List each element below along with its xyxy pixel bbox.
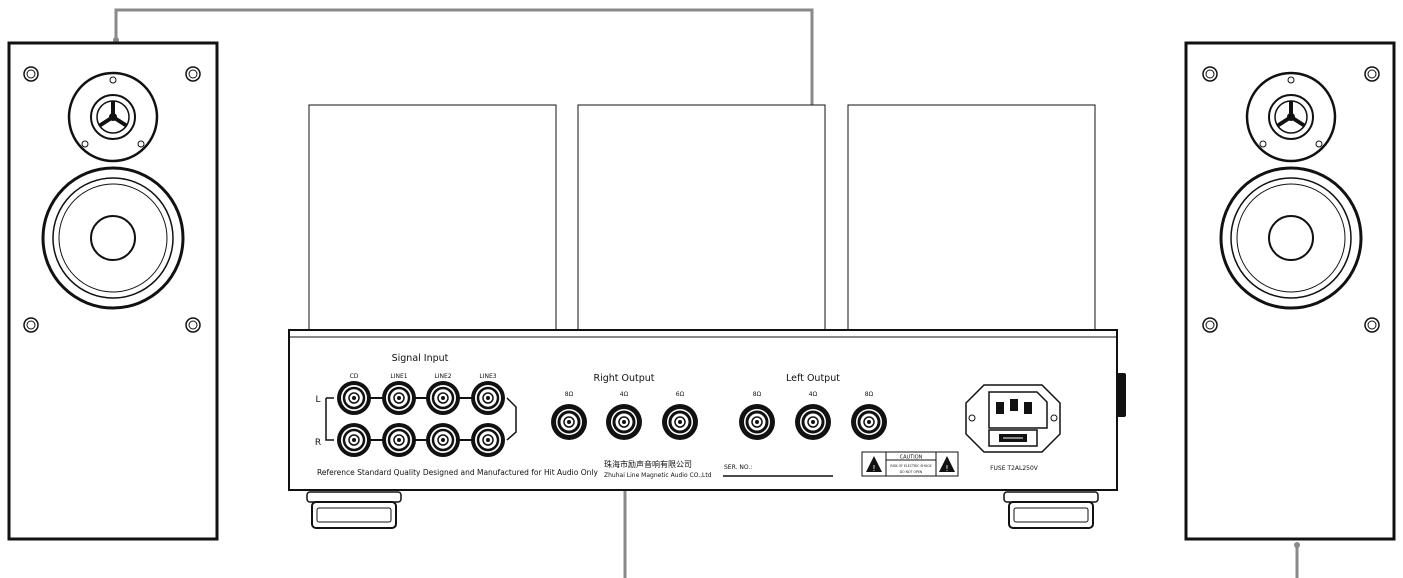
rca-jack-line3-right	[471, 423, 505, 457]
input-label-line3: LINE3	[479, 373, 496, 380]
transformer-cover-left	[308, 104, 557, 331]
rca-jack-line1-left	[382, 381, 416, 415]
caution-line-1: RISK OF ELECTRIC SHOCK	[890, 464, 932, 468]
channel-label-left: L	[315, 395, 320, 405]
screw-icon	[1364, 66, 1380, 82]
signal-input-title: Signal Input	[392, 353, 449, 364]
input-label-cd: CD	[350, 373, 359, 380]
right-speaker	[1184, 41, 1396, 541]
screw-icon	[23, 66, 39, 82]
right-output-tap-2: 4Ω	[620, 391, 629, 398]
right-output-post-1	[551, 404, 587, 440]
amplifier-foot-right	[1003, 491, 1099, 529]
warning-icon-mark: !	[872, 464, 875, 473]
left-output-tap-2: 4Ω	[809, 391, 818, 398]
left-output-section: Left Output 8Ω 4Ω 8Ω	[753, 373, 874, 398]
rca-jack-line2-left	[426, 381, 460, 415]
right-output-post-2	[606, 404, 642, 440]
screw-icon	[1202, 66, 1218, 82]
rca-jack-cd-right	[337, 423, 371, 457]
rca-jack-line1-right	[382, 423, 416, 457]
caution-label: ! ! CAUTION RISK OF ELECTRIC SHOCK DO NO…	[861, 451, 959, 477]
warning-icon	[939, 456, 955, 472]
rca-jack-line3-left	[471, 381, 505, 415]
screw-icon	[185, 317, 201, 333]
transformer-covers	[308, 104, 1096, 331]
rca-jack-cd-left	[337, 381, 371, 415]
footer-text: Reference Standard Quality Designed and …	[317, 468, 598, 477]
screw-icon	[1050, 414, 1058, 422]
woofer-icon	[41, 166, 185, 310]
screw-icon	[1202, 317, 1218, 333]
transformer-cover-center	[577, 104, 826, 331]
left-output-post-3	[851, 404, 887, 440]
tweeter-icon	[67, 71, 159, 163]
caution-line-2: DO NOT OPEN	[900, 470, 923, 474]
screw-icon	[968, 414, 976, 422]
right-output-post-3	[662, 404, 698, 440]
left-output-post-2	[795, 404, 831, 440]
screw-icon	[185, 66, 201, 82]
left-output-post-1	[739, 404, 775, 440]
input-label-line2: LINE2	[434, 373, 451, 380]
amplifier-foot-left	[306, 491, 402, 529]
caution-title: CAUTION	[900, 455, 923, 461]
woofer-icon	[1219, 166, 1363, 310]
signal-input-section: Signal Input CD LINE1 LINE2 LINE3 L R	[315, 353, 517, 457]
rca-jack-line2-right	[426, 423, 460, 457]
warning-icon	[866, 456, 882, 472]
transformer-cover-right	[847, 104, 1096, 331]
right-output-title: Right Output	[593, 373, 654, 384]
left-output-tap-3: 8Ω	[865, 391, 874, 398]
fuse-label: FUSE T2AL250V	[990, 465, 1039, 472]
right-output-tap-3: 6Ω	[676, 391, 685, 398]
input-label-line1: LINE1	[390, 373, 407, 380]
right-output-tap-1: 8Ω	[565, 391, 574, 398]
warning-icon-mark: !	[945, 464, 948, 473]
left-output-title: Left Output	[786, 373, 840, 384]
power-inlet: FUSE T2AL250V	[965, 384, 1061, 472]
screw-icon	[1364, 317, 1380, 333]
serial-label: SER. NO.:	[724, 464, 752, 471]
maker-name-cn: 珠海市励声音响有限公司	[604, 459, 692, 469]
maker-name-en: Zhuhai Line Magnetic Audio CO.,Ltd	[604, 472, 712, 479]
tweeter-icon	[1245, 71, 1337, 163]
channel-label-right: R	[315, 438, 321, 448]
left-output-tap-1: 8Ω	[753, 391, 762, 398]
wire-end-dot	[1294, 542, 1300, 548]
power-switch	[1117, 373, 1126, 417]
screw-icon	[23, 317, 39, 333]
left-speaker	[7, 41, 219, 541]
right-output-section: Right Output 8Ω 4Ω 6Ω	[565, 373, 685, 398]
